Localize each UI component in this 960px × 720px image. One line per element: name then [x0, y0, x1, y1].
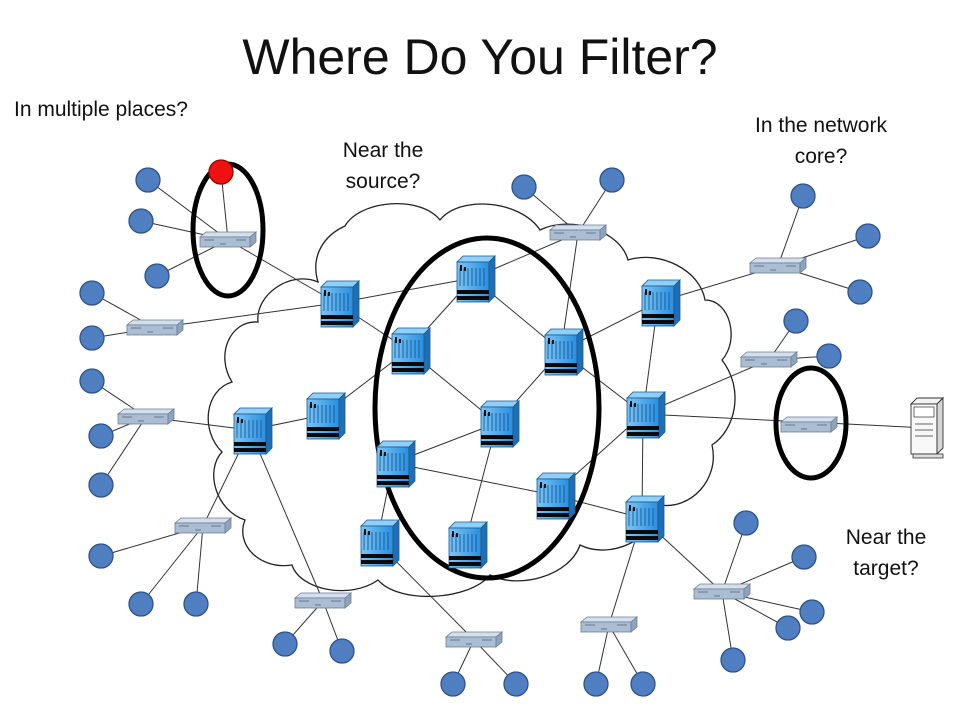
- filter-ellipse: [372, 235, 602, 581]
- circle-host-icon: [329, 638, 355, 664]
- slide-title: Where Do You Filter?: [242, 29, 718, 85]
- switch-icon: [116, 408, 176, 425]
- label-network-core: In the network core?: [755, 114, 887, 168]
- switch-icon: [173, 517, 233, 534]
- circle-host-icon: [135, 167, 161, 193]
- router-icon: [448, 521, 488, 569]
- circle-host-icon: [775, 615, 801, 641]
- label-near-target: Near the target?: [845, 526, 927, 580]
- router-icon: [480, 400, 520, 448]
- network-link: [140, 525, 204, 605]
- circle-host-icon: [847, 279, 873, 305]
- circle-host-icon: [79, 368, 105, 394]
- circle-host-icon: [799, 599, 825, 625]
- circle-host-icon: [88, 423, 114, 449]
- server-icon: [909, 396, 945, 459]
- network-link: [227, 239, 338, 304]
- switch-icon: [748, 257, 808, 274]
- circle-host-icon: [88, 543, 114, 569]
- circle-host-icon: [503, 671, 529, 697]
- circle-host-icon: [79, 325, 105, 351]
- network-link: [100, 416, 147, 486]
- circle-host-icon: [720, 647, 746, 673]
- switch-icon: [198, 231, 258, 248]
- switch-icon: [125, 319, 185, 336]
- circle-host-icon: [790, 183, 816, 209]
- circle-host-icon: [128, 591, 154, 617]
- red-circle-attacker-icon: [208, 159, 234, 185]
- circle-host-icon: [630, 671, 656, 697]
- router-icon: [233, 407, 273, 455]
- router-icon: [376, 440, 416, 488]
- circle-host-icon: [855, 223, 881, 249]
- router-icon: [320, 280, 360, 328]
- circle-host-icon: [599, 167, 625, 193]
- circle-host-icon: [88, 472, 114, 498]
- circle-host-icon: [511, 174, 537, 200]
- network-devices: [79, 159, 945, 697]
- circle-host-icon: [783, 308, 809, 334]
- network-link: [195, 525, 204, 605]
- circle-host-icon: [144, 263, 170, 289]
- network-link: [154, 302, 338, 329]
- switch-icon: [692, 583, 752, 600]
- switch-icon: [293, 592, 353, 609]
- switch-icon: [779, 416, 839, 433]
- switch-icon: [444, 631, 504, 648]
- circle-host-icon: [79, 280, 105, 306]
- switch-icon: [579, 616, 639, 633]
- network-link: [147, 179, 229, 241]
- router-icon: [626, 391, 666, 439]
- circle-host-icon: [128, 208, 154, 234]
- circle-host-icon: [440, 671, 466, 697]
- router-icon: [536, 472, 576, 520]
- label-near-source: Near the source?: [342, 139, 424, 193]
- circle-host-icon: [791, 544, 817, 570]
- switch-icon: [548, 224, 608, 241]
- filter-ellipse: [773, 365, 849, 481]
- circle-host-icon: [816, 343, 842, 369]
- network-link: [249, 429, 324, 602]
- circle-host-icon: [583, 671, 609, 697]
- circle-host-icon: [272, 631, 298, 657]
- router-icon: [641, 279, 681, 327]
- router-icon: [456, 255, 496, 303]
- router-icon: [625, 495, 665, 543]
- circle-host-icon: [733, 510, 759, 536]
- filter-ellipse: [190, 161, 266, 299]
- circle-host-icon: [183, 591, 209, 617]
- router-icon: [306, 392, 346, 440]
- router-icon: [544, 328, 584, 376]
- label-multiple-places: In multiple places?: [14, 98, 188, 121]
- network-link: [392, 462, 554, 496]
- router-icon: [391, 327, 431, 375]
- switch-icon: [739, 351, 799, 368]
- router-icon: [360, 519, 400, 567]
